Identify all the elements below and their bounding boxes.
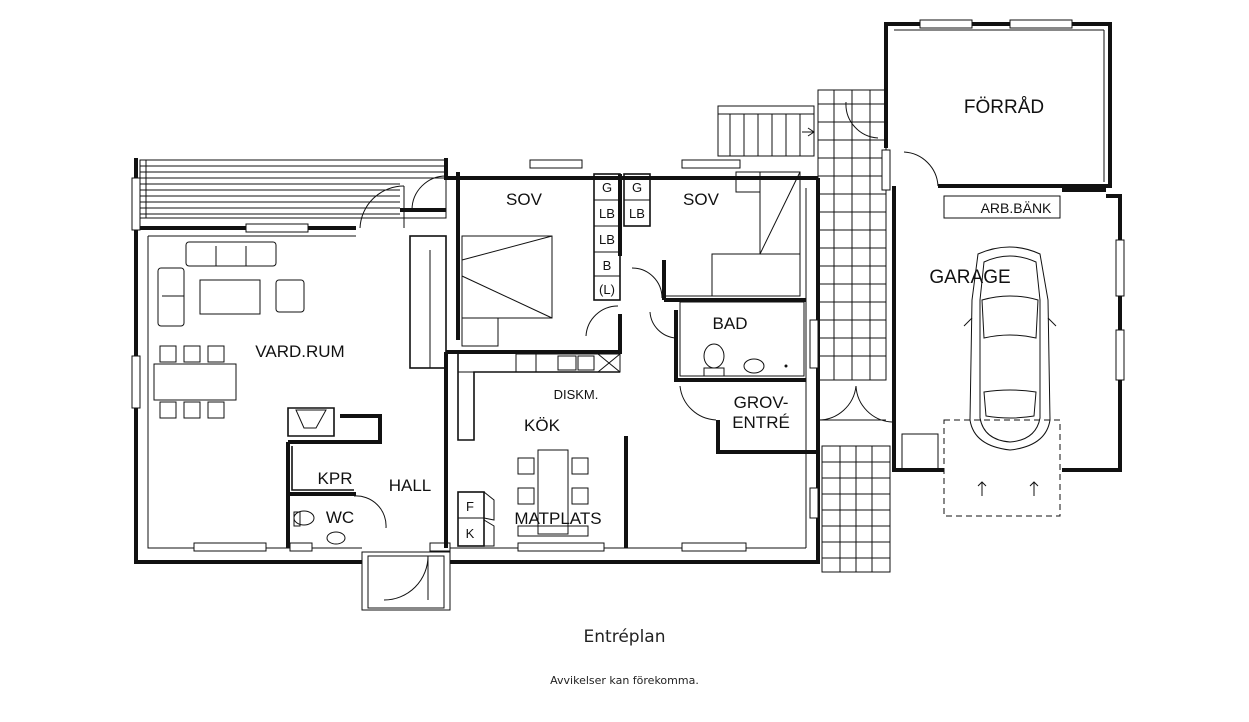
closet-label: (L)	[599, 282, 615, 297]
label-sov-left: SOV	[506, 190, 543, 209]
fridge-freezer	[457, 491, 495, 547]
label-diskm: DISKM.	[554, 387, 599, 402]
interior-walls	[286, 172, 886, 548]
closet-label: G	[602, 180, 612, 195]
house-walls	[134, 158, 820, 564]
stairs-top	[717, 105, 815, 157]
label-forrad: FÖRRÅD	[964, 97, 1044, 118]
closet-label: G	[632, 180, 642, 195]
label-garage: GARAGE	[929, 267, 1010, 288]
label-vardrum: VARD.RUM	[255, 342, 344, 361]
label-matplats: MATPLATS	[514, 509, 601, 528]
bed-right	[664, 171, 801, 297]
disclaimer-text: Avvikelser kan förekomma.	[550, 674, 699, 687]
bed-left	[461, 235, 553, 347]
label-kpr: KPR	[318, 469, 353, 488]
label-wc: WC	[326, 508, 354, 527]
closet-label: LB	[599, 232, 615, 247]
label-bad: BAD	[713, 314, 748, 333]
kitchen-fixtures	[515, 353, 621, 373]
room-labels: FÖRRÅD ARB.BÄNK GARAGE SOV SOV BAD VARD.…	[255, 97, 1052, 541]
car	[963, 246, 1057, 451]
doors	[353, 101, 939, 601]
living-furniture	[153, 241, 305, 419]
label-sov-right: SOV	[683, 190, 720, 209]
windows	[131, 159, 819, 552]
deck	[139, 159, 447, 219]
garage-walls	[881, 19, 1125, 517]
closet-label: LB	[599, 206, 615, 221]
label-arb-bank: ARB.BÄNK	[981, 200, 1052, 216]
label-hall: HALL	[389, 476, 432, 495]
plan-caption: Entréplan	[583, 627, 666, 647]
freezer-label: K	[466, 526, 475, 541]
dining-set	[517, 449, 589, 537]
tile-path-bottom	[821, 445, 891, 573]
label-kok: KÖK	[524, 416, 561, 435]
label-grov: GROV-	[734, 393, 789, 412]
closet-label: B	[603, 258, 612, 273]
fridge-label: F	[466, 499, 474, 514]
wc-fixtures	[293, 510, 346, 545]
entrance-porch	[361, 551, 451, 611]
label-entre: ENTRÉ	[732, 413, 790, 432]
closet-label: LB	[629, 206, 645, 221]
tile-path	[817, 89, 887, 381]
bath-fixtures	[703, 343, 788, 377]
